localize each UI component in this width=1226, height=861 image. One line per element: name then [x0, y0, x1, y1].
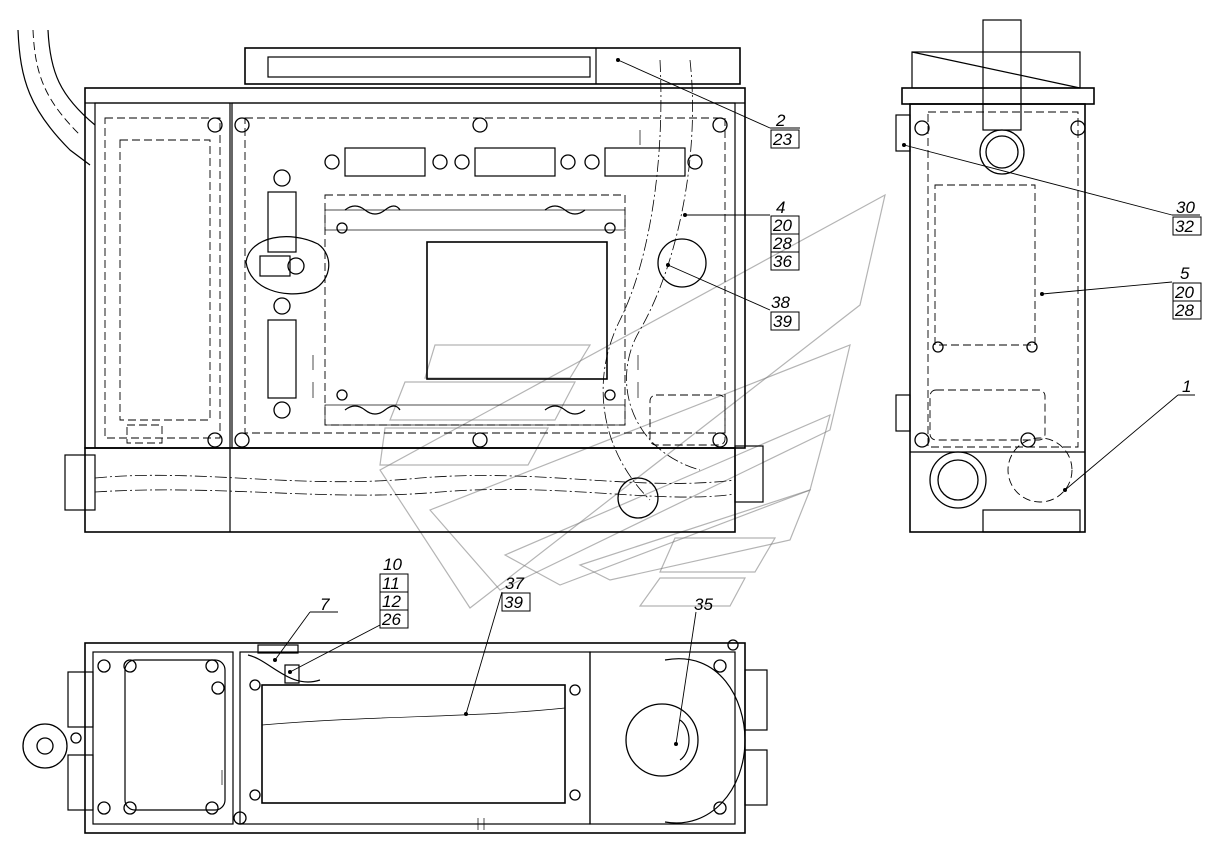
callout-28b-box: [1172, 300, 1202, 320]
callout-7: 7: [320, 595, 330, 614]
callout-28a: 28: [772, 234, 792, 253]
callout-1: 1: [1182, 377, 1191, 396]
callout-30: 30: [1176, 198, 1195, 217]
leader-lines: [273, 58, 1200, 746]
front-view: [17, 29, 764, 533]
callout-23: 23: [772, 130, 792, 149]
callout-36: 36: [773, 252, 792, 271]
callout-10: 10: [383, 555, 402, 574]
callout-20b: 20: [1174, 283, 1194, 302]
callout-39b: 39: [504, 593, 523, 612]
callout-39a-box: [770, 311, 800, 331]
callout-38: 38: [771, 293, 790, 312]
callout-39a: 39: [773, 312, 792, 331]
callout-28b: 28: [1174, 301, 1194, 320]
callout-32: 32: [1175, 217, 1194, 236]
callout-2: 2: [775, 111, 786, 130]
callout-26-box: [379, 609, 409, 629]
side-view: [895, 19, 1095, 533]
callout-20a: 20: [772, 216, 792, 235]
callout-5: 5: [1180, 264, 1190, 283]
callout-26: 26: [381, 610, 401, 629]
callout-23-box: [770, 129, 800, 149]
callout-11: 11: [382, 574, 400, 593]
callout-37: 37: [505, 574, 524, 593]
watermark-logo: [379, 193, 886, 609]
callout-35: 35: [694, 595, 713, 614]
callout-36-box: [770, 251, 800, 271]
callout-4: 4: [776, 198, 785, 217]
callout-39b-box: [501, 592, 531, 612]
callout-32-box: [1172, 216, 1202, 236]
top-view: [22, 639, 768, 834]
callout-12: 12: [382, 592, 401, 611]
callout-labels: 2 23 4 20 28 36 38 39 30 32 5 20 28 1 10…: [320, 111, 1202, 629]
